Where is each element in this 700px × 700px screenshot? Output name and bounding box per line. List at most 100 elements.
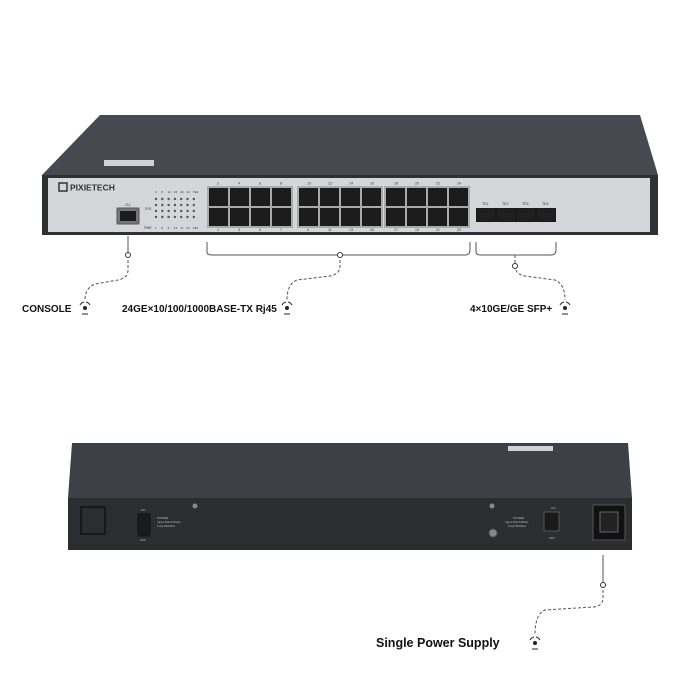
rj45-port-10[interactable]: [299, 188, 318, 206]
status-led: [161, 215, 164, 219]
sfp-port-te4[interactable]: [537, 209, 555, 221]
power-input-right: Input:100-240Vac: [505, 520, 529, 524]
port-number: 14: [349, 182, 353, 186]
power-title-right: POWER: [513, 516, 525, 520]
rj45-port-9[interactable]: [299, 208, 318, 226]
rj45-port-22[interactable]: [428, 188, 447, 206]
rj45-port-17[interactable]: [386, 208, 405, 226]
port-number: 3: [238, 228, 240, 232]
port-number: 24: [457, 182, 461, 186]
sfp-port-te2[interactable]: [497, 209, 515, 221]
rj45-port-23[interactable]: [449, 208, 468, 226]
led-label: 21: [187, 226, 191, 230]
port-number: 20: [415, 182, 419, 186]
rj45-port-24[interactable]: [449, 188, 468, 206]
rj45-port-19[interactable]: [407, 208, 426, 226]
status-led: [180, 203, 183, 207]
power-switch[interactable]: [543, 511, 560, 532]
led-label: 16: [174, 190, 178, 194]
port-number: 8: [280, 182, 282, 186]
rj45-port-4[interactable]: [230, 188, 249, 206]
brand-name: PIXIETECH: [70, 183, 115, 193]
status-led: [173, 215, 177, 219]
status-led: [154, 197, 158, 201]
rj45-port-15[interactable]: [362, 208, 381, 226]
port-number: 6: [259, 182, 261, 186]
port-number: 12: [328, 182, 332, 186]
target-icon: [281, 301, 293, 315]
status-led: [192, 197, 195, 201]
rj45-port-5[interactable]: [251, 208, 270, 226]
led-label: 9: [168, 226, 170, 230]
port-number: 10: [307, 182, 311, 186]
led-label: 20: [180, 190, 184, 194]
power-title-left: POWER: [157, 516, 169, 520]
off-label: OFF: [549, 536, 555, 540]
sfp-port-te3[interactable]: [517, 209, 535, 221]
port-number: 17: [394, 228, 398, 232]
rj45-port-12[interactable]: [320, 188, 339, 206]
rear-panel: [68, 498, 632, 550]
rj45-port-6[interactable]: [251, 188, 270, 206]
on-label: ON: [551, 506, 556, 510]
rj45-port-18[interactable]: [386, 188, 405, 206]
status-led: [154, 215, 158, 219]
status-led: [173, 209, 177, 213]
status-led: [167, 197, 170, 201]
power-freq-left: Freq:50/60Hz: [157, 524, 176, 528]
sys-label: SYS: [145, 207, 151, 211]
front-callouts: [84, 236, 604, 636]
status-led: [173, 197, 177, 201]
led-label: TE4: [193, 190, 199, 194]
rj45-port-21[interactable]: [428, 208, 447, 226]
cli-label: CLI: [125, 203, 130, 207]
port-number: 16: [370, 182, 374, 186]
port-number: 15: [370, 228, 374, 232]
status-led: [167, 215, 170, 219]
status-led: [186, 215, 189, 219]
status-led: [161, 209, 164, 213]
switch-top-surface: [42, 115, 658, 175]
sfp-port-te1[interactable]: [477, 209, 495, 221]
rj45-port-2[interactable]: [209, 188, 228, 206]
rj45-port-3[interactable]: [230, 208, 249, 226]
power-socket-inner: [599, 511, 619, 533]
sfp-cage: [476, 208, 556, 222]
port-number: 7: [280, 228, 282, 232]
led-label: 13: [174, 226, 178, 230]
led-label: 4: [155, 190, 157, 194]
rj45-port-8[interactable]: [272, 188, 291, 206]
status-led: [192, 203, 195, 207]
port-number: 23: [457, 228, 461, 232]
port-number: 9: [307, 228, 309, 232]
rear-top-surface: [68, 443, 632, 498]
rj45-port-20[interactable]: [407, 188, 426, 206]
rj45-port-1[interactable]: [209, 208, 228, 226]
port-number: 1: [217, 228, 219, 232]
console-callout-label: CONSOLE: [22, 304, 72, 315]
rj45-port-11[interactable]: [320, 208, 339, 226]
port-number: 21: [436, 228, 440, 232]
status-led: [186, 197, 189, 201]
rj45-port-16[interactable]: [362, 188, 381, 206]
rj45-port-13[interactable]: [341, 208, 360, 226]
led-label: 12: [168, 190, 172, 194]
sfp-callout-label: 4×10GE/GE SFP+: [470, 304, 552, 315]
rj45-callout-label: 24GE×10/100/1000BASE-TX Rj45: [122, 304, 277, 315]
rj45-port-7[interactable]: [272, 208, 291, 226]
port-number: 22: [436, 182, 440, 186]
status-led: [154, 203, 158, 207]
off-label: OFF: [140, 538, 146, 542]
target-icon: [79, 301, 91, 315]
sfp-label: TE4: [542, 202, 548, 206]
status-led: [167, 209, 170, 213]
ground-screw-icon: [488, 528, 498, 538]
top-sticker: [104, 160, 154, 166]
status-led: [161, 197, 164, 201]
rj45-port-14[interactable]: [341, 188, 360, 206]
led-label: 24: [187, 190, 191, 194]
led-label: 1: [155, 226, 157, 230]
